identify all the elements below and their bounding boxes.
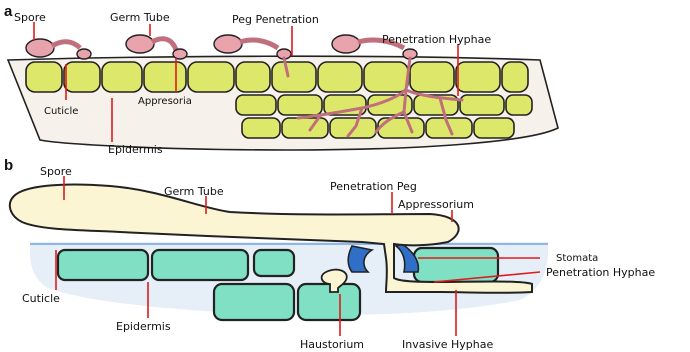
cell-b <box>214 284 294 320</box>
panel-a: a <box>4 3 558 156</box>
cell-a <box>64 62 100 92</box>
spore-a <box>332 35 360 53</box>
appressorium-a <box>77 49 91 59</box>
cell-a <box>282 118 328 138</box>
cell-a <box>502 62 528 92</box>
label-epidermis-b: Epidermis <box>116 320 171 333</box>
label-appresoria-a: Appresoria <box>138 96 192 107</box>
spore-a <box>214 35 242 53</box>
cell-a <box>278 95 322 115</box>
cell-a <box>456 62 500 92</box>
label-penetration-peg-b: Penetration Peg <box>330 180 417 193</box>
cell-a <box>188 62 234 92</box>
cell-a <box>26 62 62 92</box>
label-penetration-hyphae-a: Penetration Hyphae <box>382 33 491 46</box>
cell-a <box>242 118 280 138</box>
cell-b <box>152 250 248 280</box>
spores-a <box>26 35 417 59</box>
label-appressorium-b: Appressorium <box>398 198 474 211</box>
label-stomata-b: Stomata <box>556 253 598 264</box>
spore-a <box>126 35 154 53</box>
panel-b: b <box>4 157 655 351</box>
label-cuticle-b: Cuticle <box>22 292 60 305</box>
cell-a <box>410 62 454 92</box>
label-haustorium-b: Haustorium <box>300 338 364 351</box>
cell-a <box>272 62 316 92</box>
germ-tube-a <box>240 40 278 48</box>
cell-a <box>460 95 504 115</box>
label-epidermis-a: Epidermis <box>108 143 163 156</box>
panel-a-letter: a <box>4 3 13 20</box>
cell-b <box>298 284 360 320</box>
germ-tube-a <box>52 42 80 48</box>
cell-a <box>236 62 270 92</box>
cell-a <box>378 118 424 138</box>
spore-a <box>26 39 54 57</box>
cell-a <box>474 118 514 138</box>
cell-a <box>318 62 362 92</box>
cell-a <box>144 62 186 92</box>
label-cuticle-a: Cuticle <box>44 106 78 117</box>
label-peg-penetration-a: Peg Penetration <box>232 13 319 26</box>
cell-b <box>254 250 294 276</box>
cell-a <box>236 95 276 115</box>
label-penetration-hyphae-b: Penetration Hyphae <box>546 266 655 279</box>
cell-b <box>58 250 148 280</box>
label-germ-tube-b: Germ Tube <box>164 185 224 198</box>
appressorium-a <box>173 49 187 59</box>
cell-a <box>102 62 142 92</box>
germ-tube-a <box>152 39 176 50</box>
label-invasive-hyphae-b: Invasive Hyphae <box>402 338 494 351</box>
cell-a <box>506 95 532 115</box>
panel-b-letter: b <box>4 157 13 174</box>
cell-a <box>364 62 408 92</box>
label-spore-a: Spore <box>14 11 46 24</box>
label-spore-b: Spore <box>40 165 72 178</box>
label-germ-tube-a: Germ Tube <box>110 11 170 24</box>
